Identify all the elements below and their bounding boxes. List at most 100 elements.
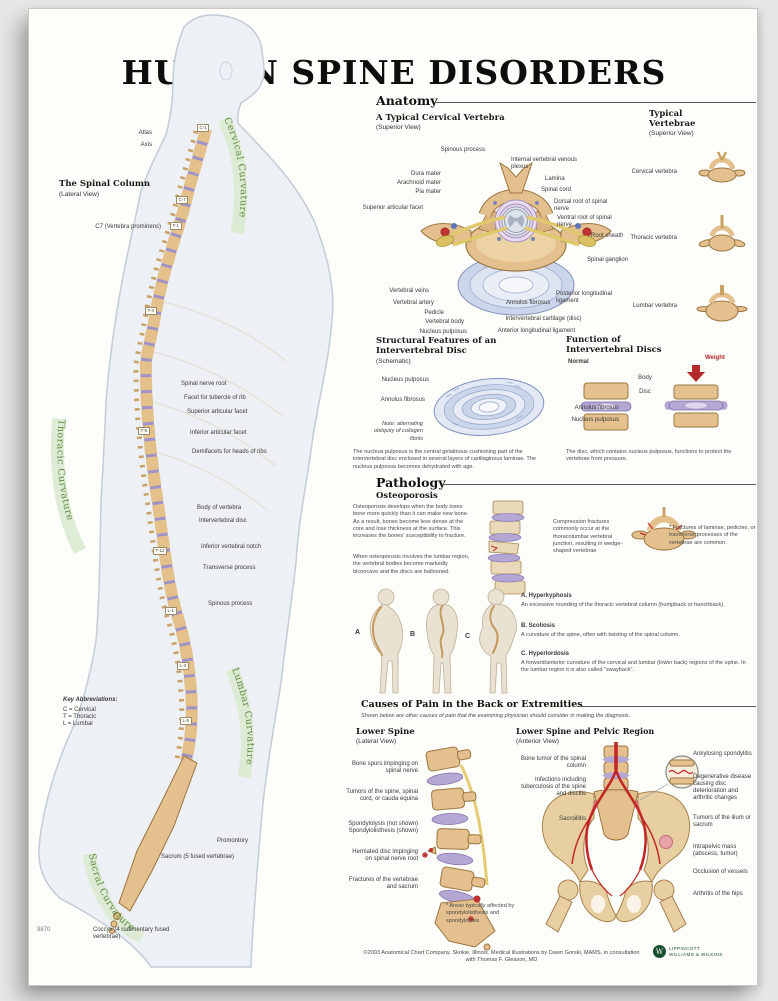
hyperkyphosis-figure — [369, 588, 403, 694]
vertebra-chip: C-1 — [197, 124, 210, 132]
anatomy-label: Spinous process — [440, 147, 485, 153]
normal-disc-stack — [580, 382, 632, 431]
anatomy-label: Spinal ganglion — [587, 257, 629, 263]
anatomy-label: Spinal cord — [541, 187, 572, 193]
pelvic-cause-label: Tumors of the ilium or sacrum — [693, 815, 751, 829]
compression-fracture-note: Compression fractures commonly occur at … — [553, 519, 623, 555]
fracture-line — [490, 545, 499, 552]
anatomy-label: Posterior longitudinal ligament — [556, 291, 613, 305]
deformity-name: B. Scoliosis — [521, 623, 556, 629]
vertebral-vein-shape — [575, 223, 581, 229]
publisher-logo-icon: W — [653, 945, 666, 958]
pelvic-cause-label: Occlusion of vessels — [693, 869, 748, 875]
nerve-path — [459, 764, 489, 886]
label-superior-facet: Superior articular facet — [187, 409, 248, 415]
anatomy-label: Dorsal root of spinal nerve — [554, 199, 608, 213]
fibril-hatches — [445, 381, 523, 426]
weighted-disc-stack — [664, 365, 728, 428]
label-body-of-vertebra: Body of vertebra — [197, 505, 242, 511]
magnifier-leader — [639, 783, 669, 801]
anatomy-label: Intervertebral cartilage (disc) — [505, 316, 582, 322]
disc-schematic-illustration — [433, 378, 545, 436]
label-c7: C7 (Vertebra prominens) — [95, 224, 161, 230]
coccyx-segment — [113, 912, 121, 920]
typical-vertebrae-title: Typical Vertebrae — [649, 109, 696, 130]
label-inferior-notch: Inferior vertebral notch — [201, 544, 262, 550]
anatomy-label: Pedicle — [424, 310, 444, 316]
nucleus-pulposus-shape — [498, 276, 534, 294]
pelvic-cause-label: Infections including tuberculosis of the… — [521, 777, 586, 798]
ilium-tumor-shape — [659, 835, 673, 849]
figure-letter-a: A — [355, 629, 361, 636]
cervical-vertebra-title: A Typical Cervical Vertebra — [376, 113, 505, 123]
vertebral-vein-shape — [451, 223, 457, 229]
label-spinous-process: Spinous process — [208, 601, 253, 607]
disc-structure-label: Annulus fibrosus — [380, 397, 425, 403]
label-transverse-process: Transverse process — [203, 565, 256, 571]
coccyx-segment — [483, 943, 491, 951]
publisher-name-line1: LIPPINCOTT — [669, 945, 701, 951]
label-demifacets: Demifacets for heads of ribs — [192, 449, 267, 455]
typical-vertebra-label: Thoracic vertebra — [630, 235, 677, 241]
spine-vertebral-bodies — [139, 127, 212, 763]
label-spinal-nerve-root: Spinal nerve root — [181, 381, 227, 387]
wedge-fracture-vertebra — [488, 540, 520, 555]
key-abbreviation-item: T = Thoracic — [63, 714, 97, 720]
deformity-name: A. Hyperkyphosis — [521, 593, 572, 599]
pelvic-cause-label: Arthritis of the hips — [693, 891, 743, 897]
pelvic-cause-label: Degenerative disease causing disc deteri… — [693, 774, 752, 802]
thoracic-curvature-band — [50, 418, 86, 555]
anatomy-label: Superior articular facet — [362, 205, 423, 211]
label-coccyx: Coccyx (4 rudimentary fused vertebrae) — [93, 927, 170, 941]
pelvic-cause-label: Sacroiliitis — [558, 816, 586, 822]
pain-cause-label: Fractures of the vertebrae and sacrum — [348, 877, 418, 891]
body-lateral-illustration: Cervical Curvature Thoracic Curvature Lu… — [38, 14, 334, 968]
lower-spine-footnote: * Areas typically affected by spondyloli… — [446, 903, 515, 924]
thoracic-vertebra-icon — [698, 215, 746, 252]
pelvic-cause-label: Ankylosing spondylitis — [693, 751, 752, 757]
disc — [603, 772, 629, 779]
ribcage-hint — [147, 300, 287, 512]
figure-letter-c: C — [465, 633, 471, 640]
osteoporotic-vertebrae — [488, 500, 526, 595]
anatomy-label: Root sheath — [591, 233, 624, 239]
disc-function-normal-label: Normal — [568, 359, 589, 365]
disc-function-weight-label: Weight — [705, 355, 725, 361]
obturator-foramen — [627, 895, 641, 913]
causes-subtext: Shown below are other causes of pain tha… — [361, 713, 631, 719]
anatomy-rule — [435, 102, 756, 103]
disc-function-illustration — [580, 365, 728, 431]
lumbar-vertebrae — [425, 746, 486, 904]
femur-left — [545, 895, 573, 933]
lower-spine-lateral-illustration — [422, 746, 496, 951]
nucleus-shape — [478, 401, 500, 413]
label-inferior-facet: Inferior articular facet — [190, 430, 247, 436]
sacrum-anterior-shape — [593, 789, 639, 841]
pain-cause-label: Herniated disc impinging on spinal nerve… — [352, 849, 418, 863]
pain-cause-label: Bone spurs impinging on spinal nerve — [351, 761, 418, 775]
pelvic-region-subtitle: (Anterior View) — [516, 738, 559, 745]
anatomy-label: Vertebral veins — [389, 288, 429, 294]
pelvic-cause-label: Intrapelvic mass (abscess, tumor) — [693, 844, 738, 858]
coccyx-segment — [110, 920, 118, 928]
osteoporosis-paragraph: Osteoporosis develops when the body lose… — [353, 504, 469, 540]
anatomy-label: Anterior longitudinal ligament — [497, 328, 576, 334]
femur-right — [659, 895, 687, 933]
ilium-left — [542, 791, 595, 884]
disc-function-caption: The disc, which contains nucleus pulposu… — [566, 449, 732, 463]
disc-structure-title: Structural Features of an Intervertebral… — [376, 336, 497, 357]
disc-structure-note: Note: alternating obliquity of collagen … — [373, 421, 423, 442]
anatomy-label: Arachnoid mater — [396, 180, 441, 186]
item-number: 9870 — [37, 927, 51, 933]
disc-rings — [433, 378, 545, 436]
publisher-name-line2: WILLIAMS & WILKINS — [669, 951, 723, 957]
nerve-roots — [450, 215, 582, 247]
affected-area-asterisk — [422, 852, 428, 858]
section-header-pathology: Pathology — [376, 475, 446, 490]
cervical-vertebra-illustration — [420, 161, 612, 316]
magnified-vertebra — [669, 777, 695, 785]
fracture-lines — [639, 522, 683, 536]
typical-vertebrae-illustration — [696, 151, 748, 322]
pain-cause-label: Spondylolysis (not shown) Spondylolisthe… — [348, 821, 418, 835]
disc-structure-subtitle: (Schematic) — [376, 358, 411, 365]
